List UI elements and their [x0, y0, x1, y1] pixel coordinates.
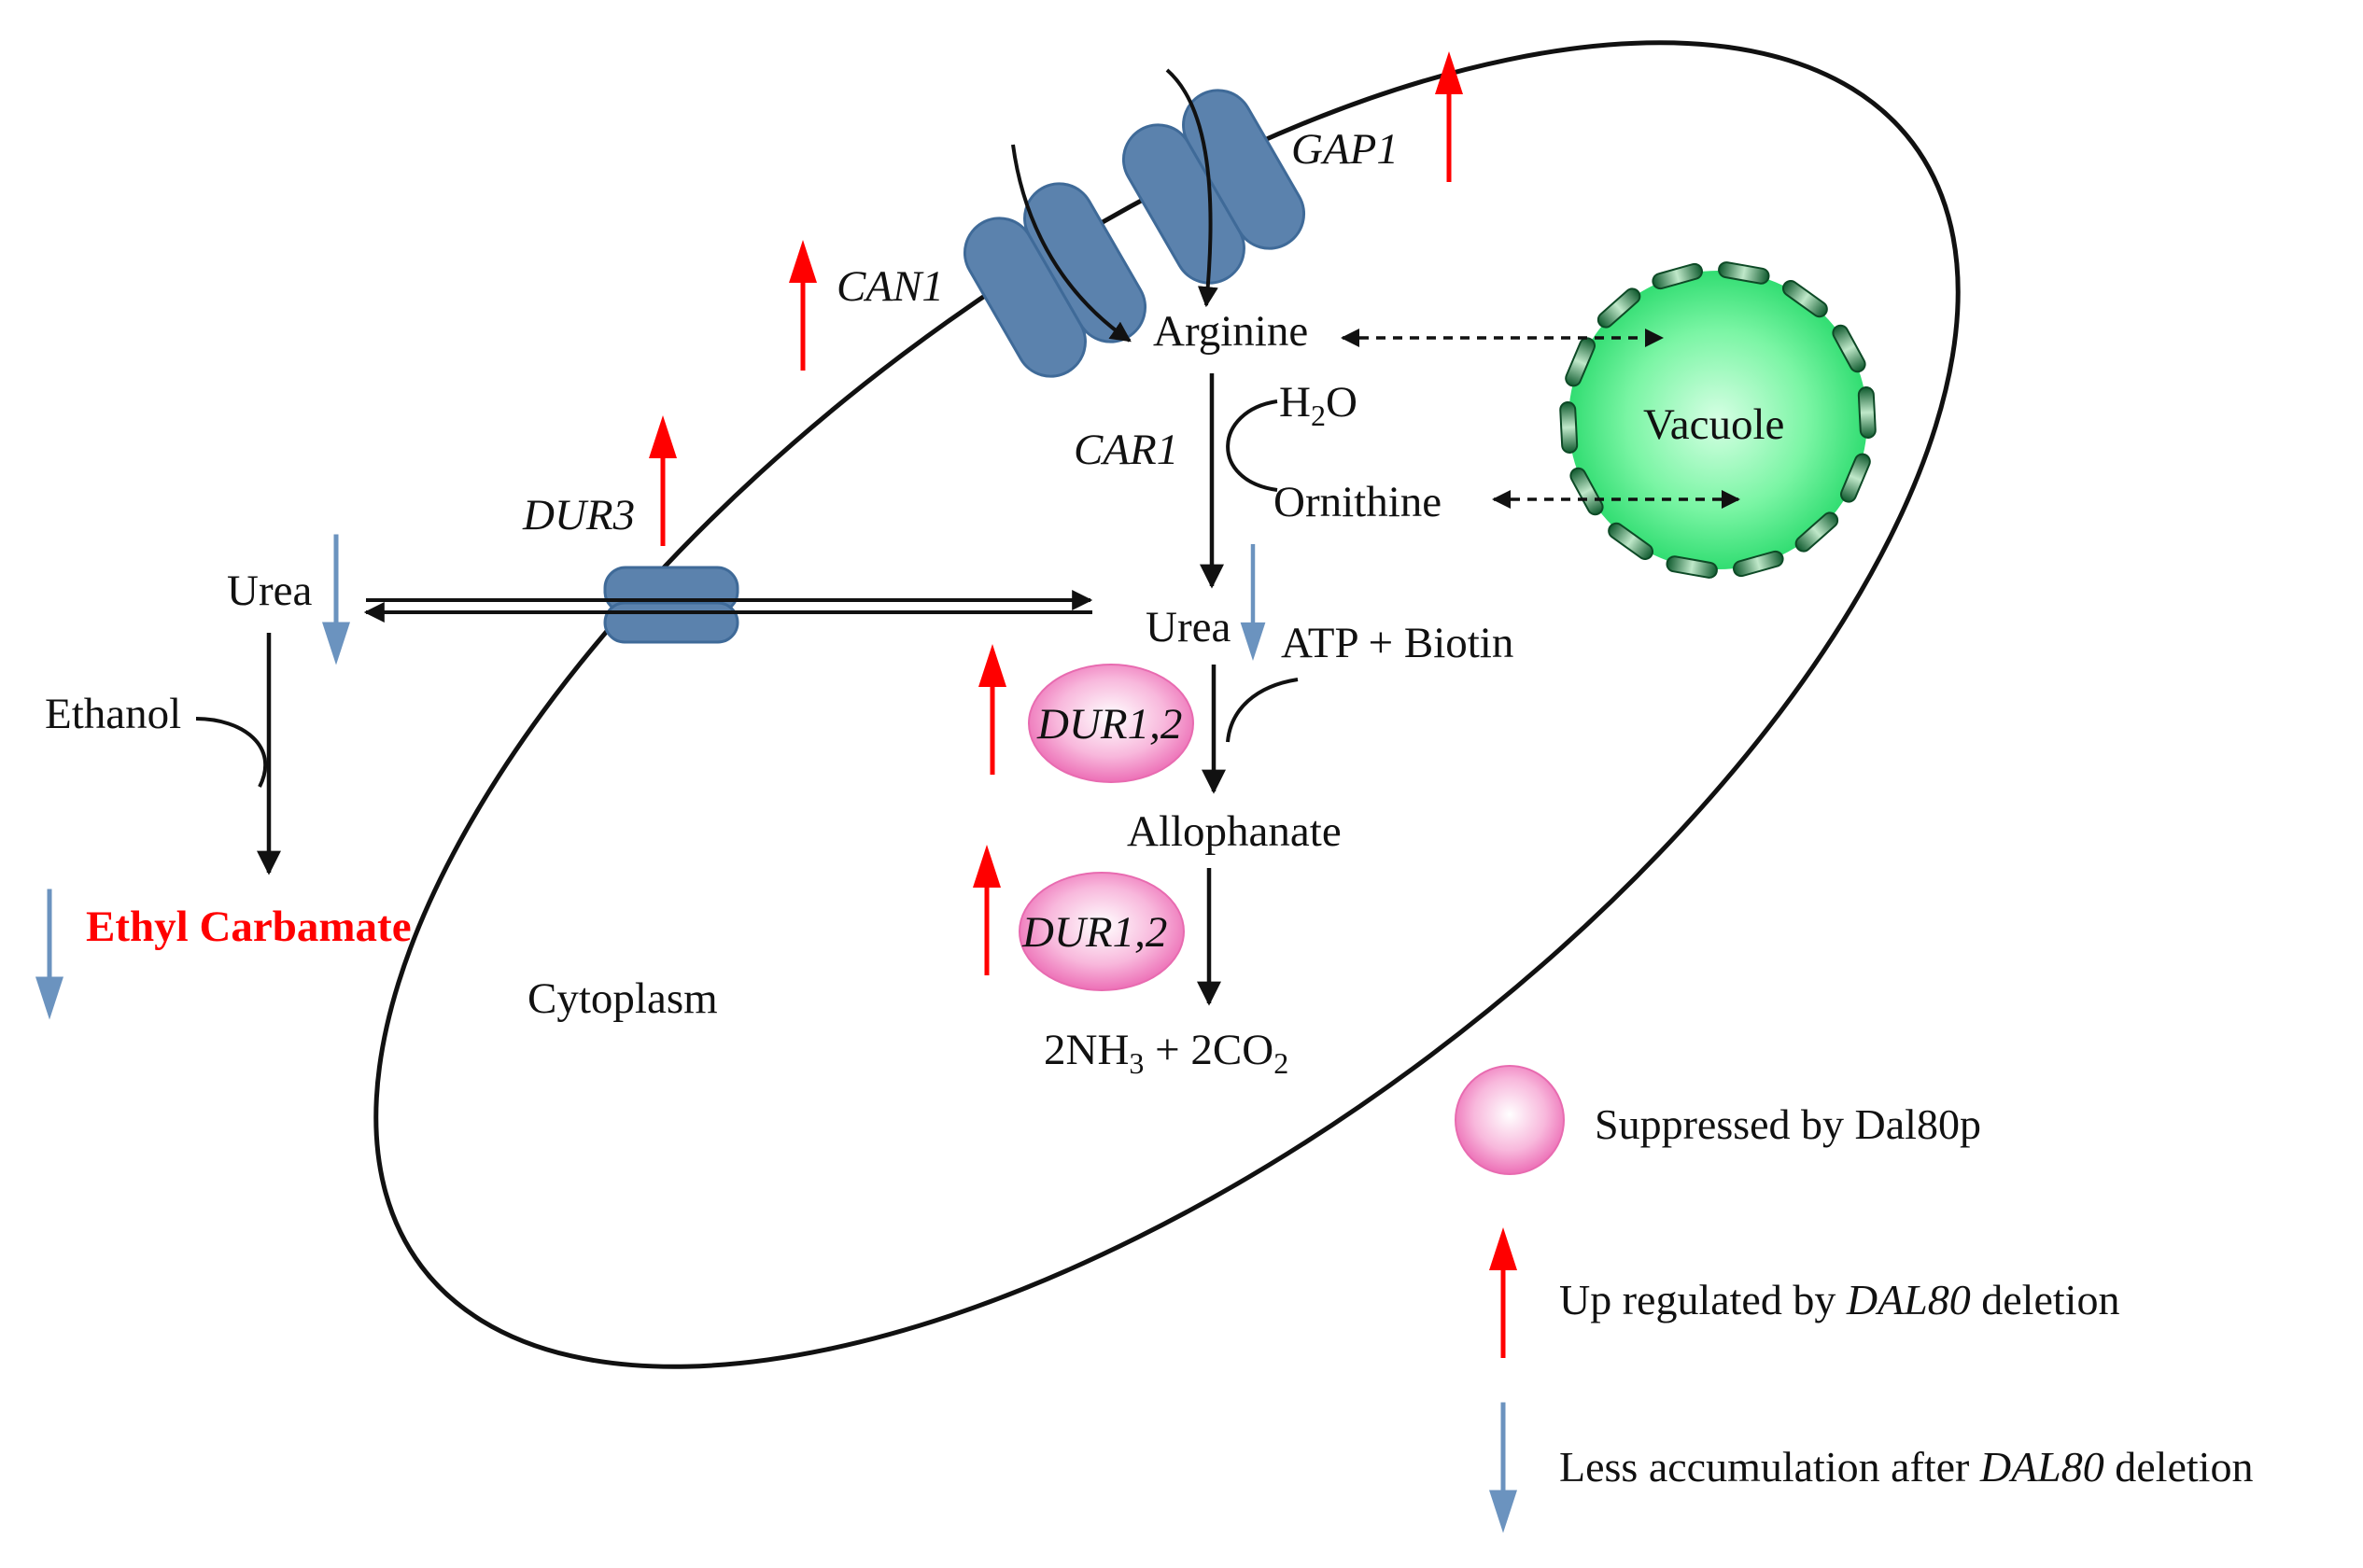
dur12-label-2: DUR1,2 — [1021, 908, 1167, 957]
ethyl-carbamate-label: Ethyl Carbamate — [86, 903, 412, 951]
vacuole-membrane-segment — [1559, 401, 1579, 454]
cytoplasm-label: Cytoplasm — [527, 974, 718, 1023]
vacuole-membrane-segment — [1596, 287, 1641, 329]
vacuole-membrane-segment — [1832, 324, 1866, 373]
legend-up-arrow-icon — [1489, 1227, 1517, 1358]
urea-outside-label: Urea — [227, 567, 312, 615]
urea-out-down-arrow-icon — [322, 535, 350, 665]
vacuole-membrane-segment — [1718, 261, 1770, 285]
arginine-label: Arginine — [1153, 307, 1308, 356]
vacuole-membrane-segment — [1781, 280, 1828, 318]
vacuole-membrane-segment — [1733, 550, 1784, 578]
car1-label: CAR1 — [1074, 426, 1178, 474]
dur12-enzyme-icon — [1028, 664, 1194, 783]
can1-up-arrow-icon — [789, 240, 817, 371]
ethanol-curved-arrow — [195, 717, 267, 788]
h2o-label: H2O — [1279, 378, 1357, 432]
h2o-curved-arrow — [1226, 399, 1278, 492]
vacuole-membrane-segment — [1840, 453, 1871, 503]
urea-in-down-arrow-icon — [1241, 544, 1266, 661]
legend-suppressed-label: Suppressed by Dal80p — [1595, 1100, 1981, 1148]
products-label: 2NH3 + 2CO2 — [1044, 1026, 1288, 1080]
can1-import-arrow — [1011, 144, 1132, 343]
can1-transporter-icon — [963, 182, 1147, 378]
atp-biotin-label: ATP + Biotin — [1281, 619, 1513, 667]
legend-down-arrow-icon — [1489, 1403, 1517, 1533]
gap1-import-arrow — [1165, 68, 1218, 308]
dur3-label: DUR3 — [522, 491, 635, 539]
dur3-transporter-icon — [603, 566, 739, 644]
urea-inside-label: Urea — [1146, 603, 1231, 651]
vacuole-label: Vacuole — [1643, 400, 1784, 449]
legend-enzyme-icon — [1455, 1065, 1565, 1175]
ethyl-carbamate-down-arrow-icon — [35, 889, 63, 1020]
dur12-enzyme-icon-2 — [1019, 872, 1185, 991]
dur12-label: DUR1,2 — [1036, 700, 1182, 749]
gap1-label: GAP1 — [1291, 125, 1399, 174]
vacuole-membrane-segment — [1666, 555, 1718, 579]
allophanate-label: Allophanate — [1127, 807, 1342, 856]
vacuole-membrane-segment — [1652, 262, 1703, 290]
vacuole-membrane-segment — [1794, 511, 1839, 553]
legend-up-regulated-label: Up regulated by DAL80 deletion — [1559, 1276, 2119, 1323]
gap1-transporter-icon — [1121, 89, 1306, 285]
atp-biotin-curved-arrow — [1226, 678, 1299, 743]
dur3-up-arrow-icon — [649, 415, 677, 546]
ornithine-label: Ornithine — [1273, 478, 1442, 526]
dur12-up-arrow-icon-2 — [973, 845, 1001, 975]
can1-label: CAN1 — [837, 262, 944, 311]
ethanol-label: Ethanol — [45, 690, 181, 738]
legend-less-accumulation-label: Less accumulation after DAL80 deletion — [1559, 1443, 2253, 1491]
vacuole-membrane-segment — [1857, 386, 1877, 439]
dur12-up-arrow-icon — [978, 644, 1006, 775]
cell-membrane — [373, 40, 1961, 1369]
vacuole-membrane-segment — [1608, 522, 1654, 560]
